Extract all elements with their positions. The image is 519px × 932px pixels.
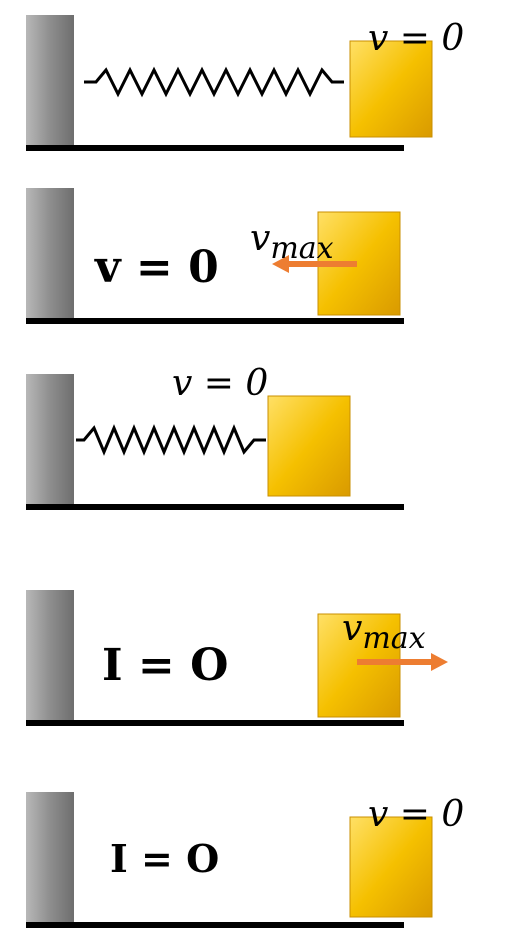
block [317,613,401,718]
floor [26,922,404,928]
floor [26,145,404,151]
wall [26,590,74,720]
panel-2: v = 0 vmax [26,188,404,324]
floor [26,720,404,726]
wall [26,15,74,145]
block [349,40,433,138]
velocity-label: v = 0 [368,794,464,835]
spring-label: v = 0 [94,242,219,293]
floor [26,318,404,324]
wall [26,188,74,318]
block [349,816,433,918]
spring [84,66,344,98]
velocity-label: v = 0 [368,18,464,59]
panel-3: v = 0 [26,363,404,510]
panel-1: v = 0 [26,15,464,151]
wall [26,792,74,922]
arrow-head [272,255,289,273]
spring [76,424,266,456]
velocity-label: vmax [250,218,334,266]
velocity-label: v = 0 [172,363,268,404]
panel-5: I = O v = 0 [26,792,464,928]
floor [26,504,404,510]
panel-4: I = O vmax [26,590,448,726]
arrow-head [431,653,448,671]
velocity-label: vmax [342,608,426,656]
spring-label: I = O [110,836,219,881]
wall [26,374,74,504]
spring-label: I = O [102,640,228,691]
block [267,395,351,497]
